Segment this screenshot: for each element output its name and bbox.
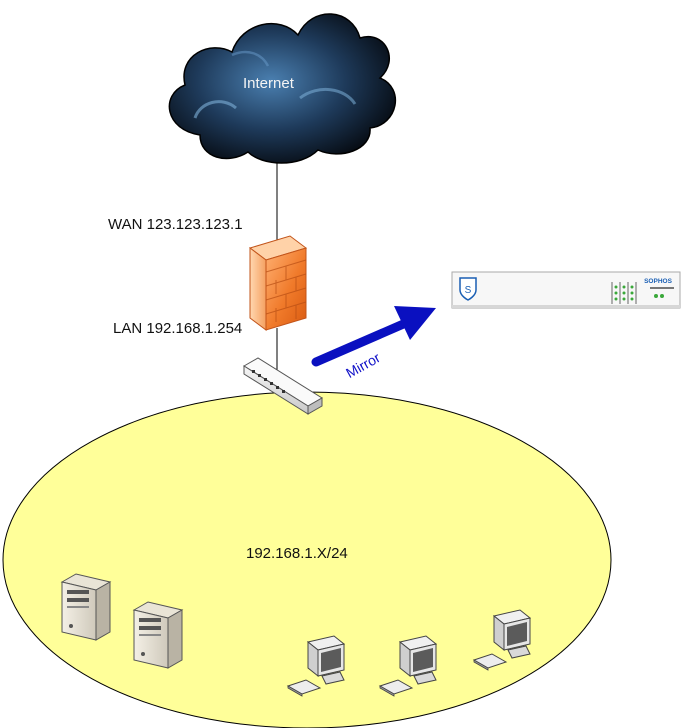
switch-icon [243,357,323,415]
firewall-icon [248,235,308,331]
shield-icon [459,277,477,301]
cloud-icon [168,13,397,164]
wan-label: WAN 123.123.123.1 [108,216,243,233]
subnet-label: 192.168.1.X/24 [246,545,348,562]
sophos-brand-text: SOPHOS [644,278,672,285]
workstation-icon [286,635,346,697]
lan-label: LAN 192.168.1.254 [113,320,243,337]
mirror-arrow [311,306,436,367]
sophos-logo-letter: S [465,285,472,296]
server-icon [132,601,184,669]
sophos-appliance-icon: S SOPHOS [451,271,681,309]
workstation-icon [472,609,532,671]
workstation-icon [378,635,438,697]
internet-label: Internet [243,75,294,92]
server-icon [60,573,112,641]
